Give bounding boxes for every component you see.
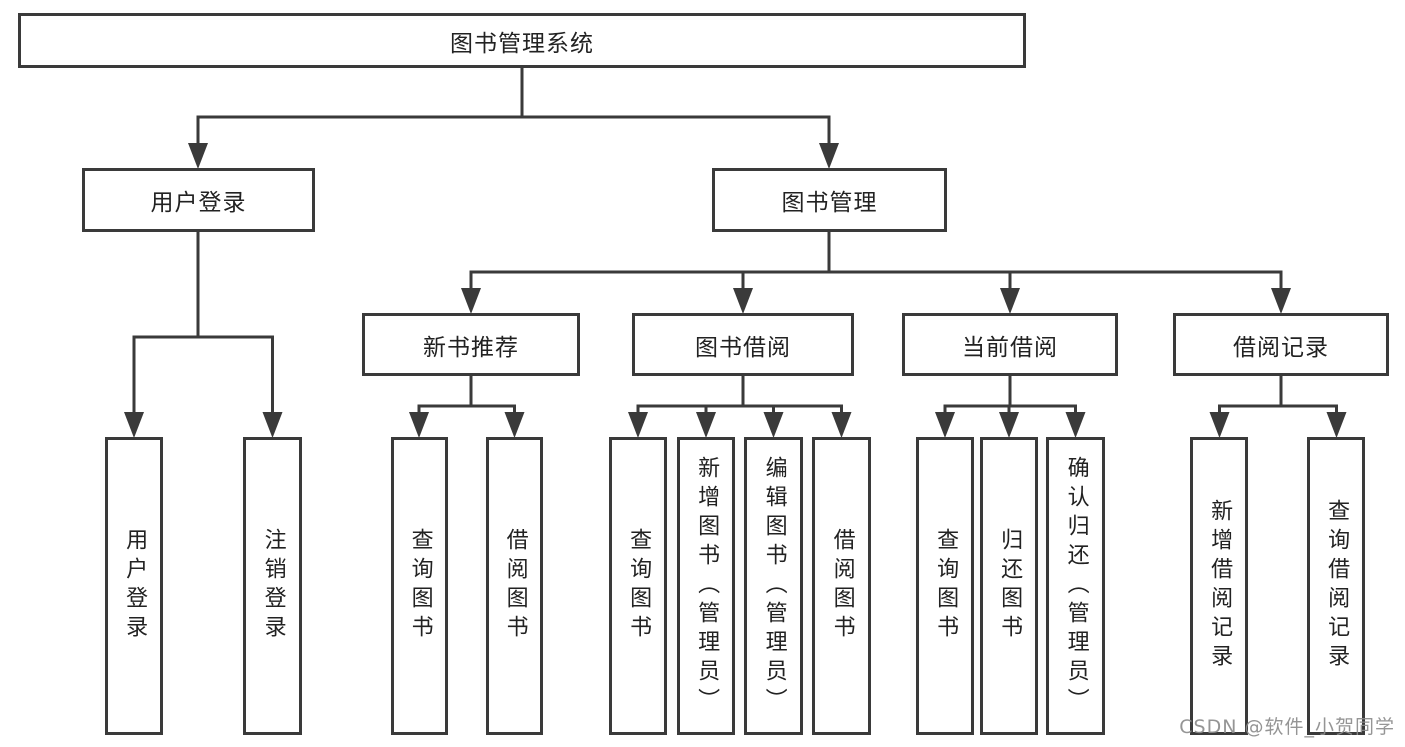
node-book-borrow: 图书借阅 xyxy=(632,313,854,376)
node-label: 查询图书 xyxy=(626,528,652,644)
edge-user-login-to-leaves xyxy=(124,232,283,438)
leaf-br-add-record: 新增借阅记录 xyxy=(1190,437,1248,735)
node-label: 查询图书 xyxy=(933,528,959,644)
node-label: 图书管理 xyxy=(781,190,878,216)
edge-book-borrow-to-leaves xyxy=(628,376,852,438)
arrowhead-down-icon xyxy=(1065,412,1086,438)
arrowhead-down-icon xyxy=(1326,412,1347,438)
arrowhead-down-icon xyxy=(1271,288,1291,314)
node-label: 归还图书 xyxy=(997,528,1023,644)
node-label: 当前借阅 xyxy=(962,334,1058,361)
arrowhead-down-icon xyxy=(999,412,1019,438)
arrowhead-down-icon xyxy=(831,412,852,438)
leaf-bb-borrow-books: 借阅图书 xyxy=(812,437,871,735)
node-label: 新书推荐 xyxy=(423,334,519,361)
edge-root-to-level2 xyxy=(188,68,839,169)
node-root-system: 图书管理系统 xyxy=(18,13,1026,68)
leaf-bb-query-books: 查询图书 xyxy=(609,437,667,735)
node-label: 新增借阅记录 xyxy=(1207,499,1233,673)
edge-current-borrow-to-leaves xyxy=(935,376,1086,438)
node-label: 查询借阅记录 xyxy=(1324,499,1350,673)
node-borrow-records: 借阅记录 xyxy=(1173,313,1389,376)
node-label: 查询图书 xyxy=(407,528,433,644)
node-label: 借阅图书 xyxy=(829,528,855,644)
arrowhead-down-icon xyxy=(819,143,839,169)
leaf-nb-borrow-books: 借阅图书 xyxy=(486,437,543,735)
node-label: 编辑图书（管理员） xyxy=(761,455,787,717)
edge-borrow-records-to-leaves xyxy=(1209,376,1347,438)
arrowhead-down-icon xyxy=(461,288,481,314)
leaf-user-login: 用户登录 xyxy=(105,437,163,735)
arrowhead-down-icon xyxy=(504,412,525,438)
leaf-bb-edit-books-admin: 编辑图书（管理员） xyxy=(744,437,803,735)
arrowhead-down-icon xyxy=(733,288,753,314)
leaf-bb-add-books-admin: 新增图书（管理员） xyxy=(677,437,735,735)
node-label: 图书管理系统 xyxy=(450,30,594,57)
node-book-management: 图书管理 xyxy=(712,168,947,232)
arrowhead-down-icon xyxy=(409,412,429,438)
leaf-br-query-record: 查询借阅记录 xyxy=(1307,437,1365,735)
arrowhead-down-icon xyxy=(1000,288,1020,314)
leaf-cb-return-books: 归还图书 xyxy=(980,437,1038,735)
leaf-logout: 注销登录 xyxy=(243,437,302,735)
node-current-borrow: 当前借阅 xyxy=(902,313,1118,376)
node-label: 确认归还（管理员） xyxy=(1063,455,1089,717)
node-user-login: 用户登录 xyxy=(82,168,315,232)
node-label: 借阅记录 xyxy=(1233,334,1329,361)
arrowhead-down-icon xyxy=(262,412,283,438)
node-label: 借阅图书 xyxy=(502,528,528,644)
edge-book-management-to-level3 xyxy=(461,232,1291,314)
arrowhead-down-icon xyxy=(124,412,144,438)
edge-new-book-recommend-to-leaves xyxy=(409,376,525,438)
node-label: 注销登录 xyxy=(260,528,286,644)
arrowhead-down-icon xyxy=(188,143,208,169)
watermark: CSDN @软件_小贺同学 xyxy=(1179,716,1395,738)
arrowhead-down-icon xyxy=(696,412,716,438)
arrowhead-down-icon xyxy=(935,412,955,438)
leaf-cb-query-books: 查询图书 xyxy=(916,437,974,735)
leaf-cb-confirm-return-admin: 确认归还（管理员） xyxy=(1046,437,1105,735)
arrowhead-down-icon xyxy=(1209,412,1230,438)
node-label: 图书借阅 xyxy=(695,334,791,361)
arrowhead-down-icon xyxy=(628,412,648,438)
arrowhead-down-icon xyxy=(763,412,784,438)
leaf-nb-query-books: 查询图书 xyxy=(391,437,448,735)
node-new-book-recommend: 新书推荐 xyxy=(362,313,580,376)
node-label: 新增图书（管理员） xyxy=(694,455,720,717)
node-label: 用户登录 xyxy=(122,528,148,644)
node-label: 用户登录 xyxy=(150,190,247,216)
